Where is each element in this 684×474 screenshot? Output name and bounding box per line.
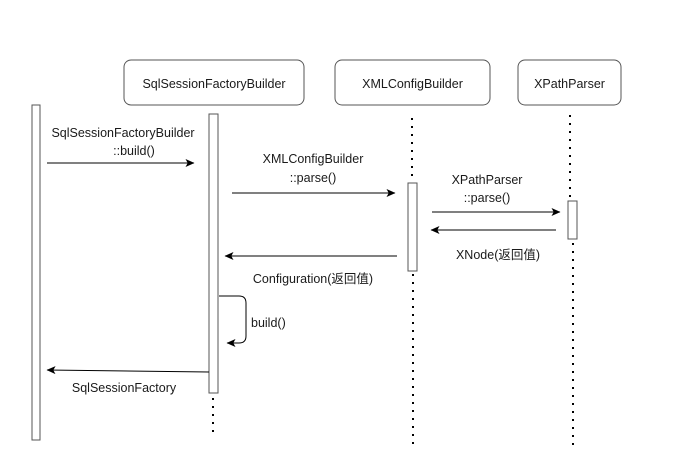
participant-sqlsessionfactorybuilder: SqlSessionFactoryBuilder (123, 59, 305, 106)
message-label: ::parse() (290, 171, 337, 185)
participant-label: SqlSessionFactoryBuilder (142, 77, 285, 91)
message-label: XNode(返回值) (456, 247, 540, 262)
message-label: XMLConfigBuilder (263, 152, 364, 166)
participant-xpathparser: XPathParser (517, 59, 622, 106)
activation-xmlconfigbuilder (407, 182, 418, 272)
message-label: XPathParser (452, 173, 523, 187)
message-arrow-sqlsessionfactory-return (46, 366, 210, 375)
message-label: ::build() (113, 144, 155, 158)
message-label: ::parse() (464, 191, 511, 205)
message-arrow-self-build (219, 295, 247, 347)
message-label: SqlSessionFactory (72, 381, 177, 395)
message-label: SqlSessionFactoryBuilder (51, 126, 194, 140)
message-label: Configuration(返回值) (253, 271, 373, 286)
activation-sqlsessionfactorybuilder (208, 113, 219, 394)
activation-xpathparser (567, 200, 578, 240)
participant-label: XPathParser (534, 77, 605, 91)
participant-xmlconfigbuilder: XMLConfigBuilder (334, 59, 491, 106)
activation-client (31, 104, 41, 441)
message-label: build() (251, 316, 286, 330)
participant-label: XMLConfigBuilder (362, 77, 463, 91)
